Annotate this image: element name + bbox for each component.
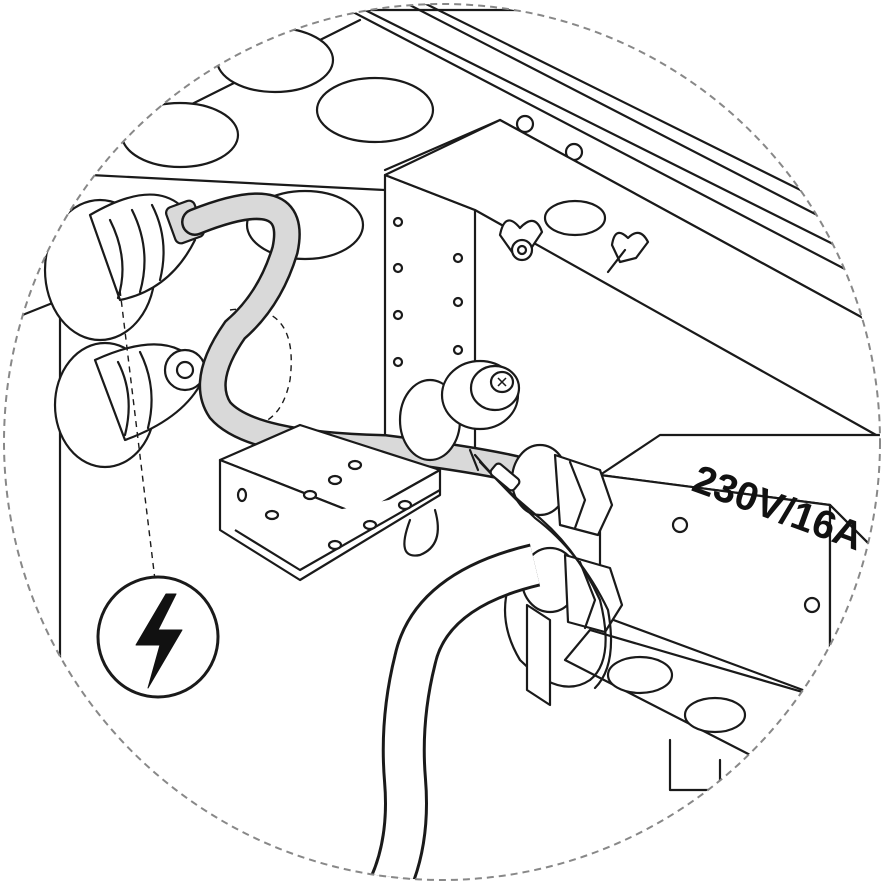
detail-circle-outline: [3, 3, 881, 881]
connector-lower: [53, 341, 207, 469]
cable-tie-loop: [403, 508, 439, 557]
highlighted-cable: [181, 192, 534, 484]
ground-wire: [473, 453, 607, 688]
wing-nut-right: [606, 231, 650, 274]
housing-holes: [120, 26, 584, 261]
lightning-bolt-icon: [96, 575, 220, 699]
connector-upper: [43, 193, 206, 342]
l-bracket: [218, 423, 442, 582]
ground-insulator: [398, 359, 521, 462]
lower-bracket: [525, 603, 552, 707]
main-power-cable: [369, 543, 541, 880]
wing-nut-left: [498, 219, 544, 262]
cable-gland-upper: [510, 443, 614, 537]
